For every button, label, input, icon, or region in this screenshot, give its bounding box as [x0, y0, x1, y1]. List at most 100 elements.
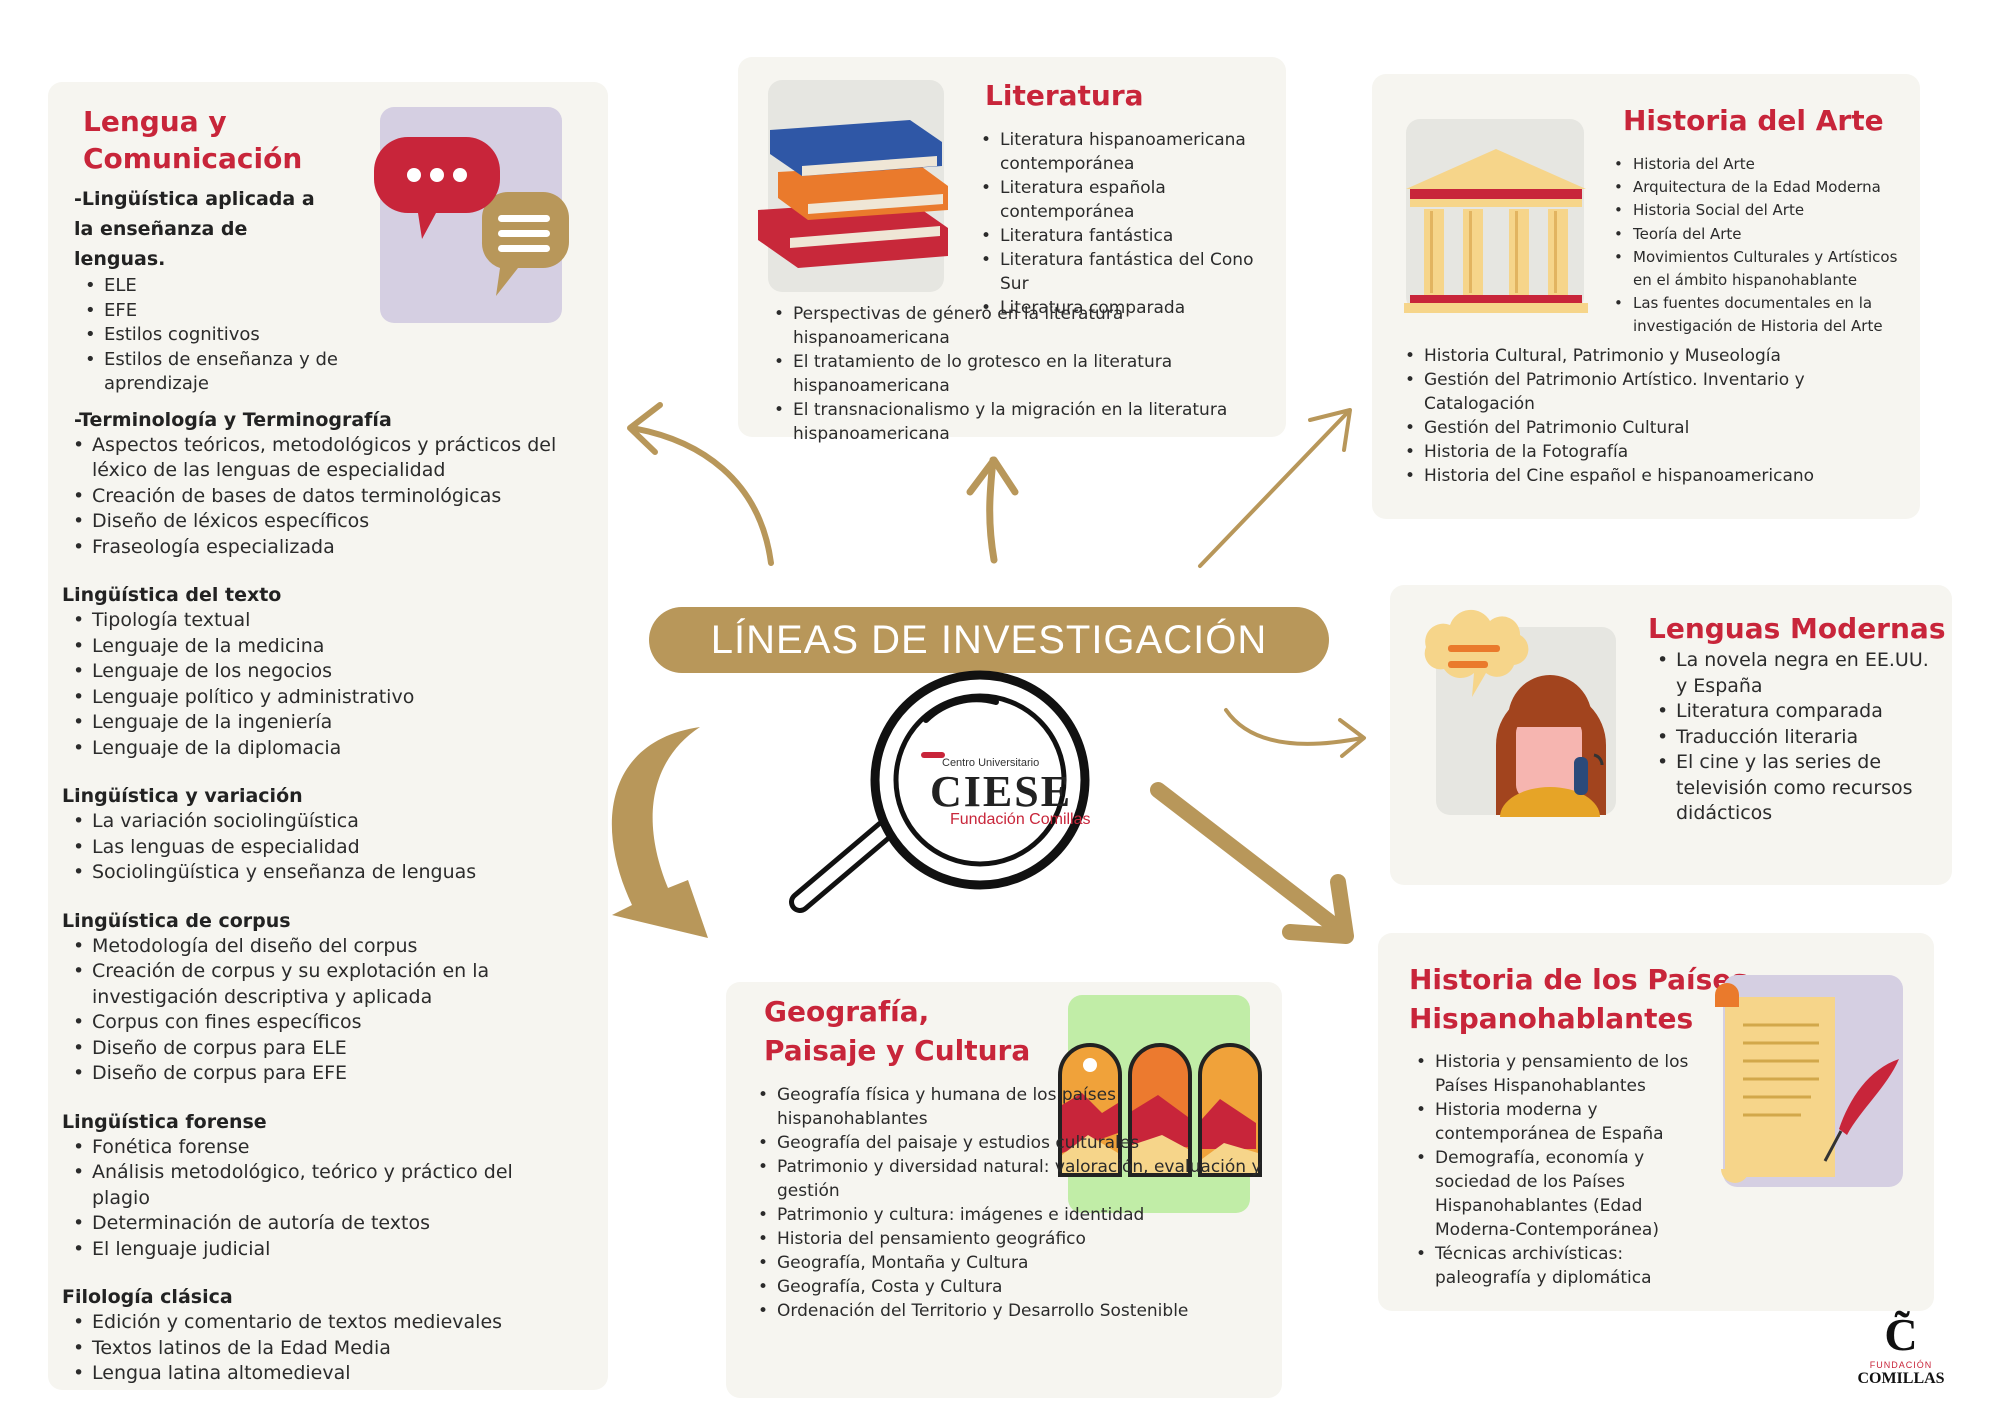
list-item: Fonética forense — [64, 1135, 562, 1161]
list-item: Análisis metodológico, teórico y práctic… — [64, 1160, 562, 1211]
woman-phone-illustration — [1424, 609, 1616, 817]
lengua-section-list: Metodología del diseño del corpusCreació… — [62, 934, 562, 1087]
lengua-sections: -Lingüística aplicada a la enseñanza de … — [62, 184, 562, 1387]
list-item: Tipología textual — [64, 608, 562, 634]
geografia-title-line2: Paisaje y Cultura — [764, 1034, 1031, 1067]
list-item: Lenguaje de la ingeniería — [64, 710, 562, 736]
lengua-section-heading: -Lingüística aplicada a la enseñanza de … — [74, 188, 315, 270]
modernas-title: Lenguas Modernas — [1648, 612, 1946, 645]
comillas-logo: C̃ FUNDACIÓN COMILLAS — [1851, 1312, 1951, 1388]
lengua-section-heading: -Terminología y Terminografía — [74, 408, 392, 431]
lengua-section-heading: Lingüística forense — [62, 1110, 267, 1133]
list-item: Lenguaje de la medicina — [64, 634, 562, 660]
list-item: El tratamiento de lo grotesco en la lite… — [765, 350, 1275, 398]
lengua-title: Lengua y Comunicación — [83, 105, 303, 175]
arrow-to-geografia — [611, 727, 708, 938]
list-item: Estilos cognitivos — [76, 323, 362, 348]
literatura-title: Literatura — [985, 79, 1144, 112]
lengua-section-heading: Lingüística y variación — [62, 785, 303, 807]
list-item: Técnicas archivísticas: paleografía y di… — [1407, 1242, 1717, 1290]
chat-bubbles-illustration — [374, 107, 569, 323]
list-item: El lenguaje judicial — [64, 1237, 562, 1263]
list-item: Historia Cultural, Patrimonio y Museolog… — [1396, 344, 1896, 368]
list-item: Teoría del Arte — [1605, 223, 1905, 246]
arte-title: Historia del Arte — [1623, 104, 1884, 137]
comillas-logo-fundacion: FUNDACIÓN — [1869, 1360, 1933, 1370]
list-item: ELE — [76, 274, 362, 299]
arrow-to-lengua — [627, 402, 774, 566]
comillas-logo-mark: C̃ — [1884, 1309, 1918, 1360]
list-item: Patrimonio y diversidad natural: valorac… — [749, 1155, 1269, 1203]
lengua-section-heading: Lingüística del texto — [62, 584, 282, 606]
scroll-quill-icon — [1715, 983, 1899, 1183]
list-item: Literatura fantástica del Cono Sur — [972, 248, 1272, 296]
temple-icon — [1404, 149, 1588, 313]
list-item: Traducción literaria — [1648, 725, 1938, 751]
speech-bubbles-icon — [374, 137, 569, 296]
woman-phone-icon — [1424, 609, 1606, 817]
list-item: Perspectivas de género en la literatura … — [765, 302, 1275, 350]
list-item: Diseño de corpus para ELE — [64, 1036, 562, 1062]
ciese-logo-name: CIESE — [930, 767, 1073, 816]
geografia-title-line1: Geografía, — [764, 995, 930, 1028]
list-item: Geografía, Costa y Cultura — [749, 1275, 1269, 1299]
list-item: Historia de la Fotografía — [1396, 440, 1896, 464]
arte-list-bottom: Historia Cultural, Patrimonio y Museolog… — [1396, 344, 1896, 488]
list-item: Literatura comparada — [1648, 699, 1938, 725]
list-item: Lengua latina altomedieval — [64, 1361, 562, 1387]
list-item: Historia moderna y contemporánea de Espa… — [1407, 1098, 1717, 1146]
historia-title-line2: Hispanohablantes — [1409, 1002, 1694, 1035]
comillas-logo-name: COMILLAS — [1857, 1370, 1945, 1387]
lengua-section-list: Tipología textualLenguaje de la medicina… — [62, 608, 562, 761]
list-item: Patrimonio y cultura: imágenes e identid… — [749, 1203, 1269, 1227]
list-item: Diseño de corpus para EFE — [64, 1061, 562, 1087]
list-item: El cine y las series de televisión como … — [1648, 750, 1938, 827]
list-item: Creación de bases de datos terminológica… — [64, 484, 562, 510]
lengua-section-list: La variación sociolingüísticaLas lenguas… — [62, 809, 562, 886]
list-item: Corpus con fines específicos — [64, 1010, 562, 1036]
ciese-logo-top: Centro Universitario — [942, 757, 1040, 769]
list-item: Literatura española contemporánea — [972, 176, 1272, 224]
ciese-logo-tilde — [921, 752, 945, 758]
list-item: Lenguaje de la diplomacia — [64, 736, 562, 762]
list-item: EFE — [76, 299, 362, 324]
arte-list-right: Historia del ArteArquitectura de la Edad… — [1605, 153, 1905, 339]
list-item: Diseño de léxicos específicos — [64, 509, 562, 535]
center-title-pill — [649, 607, 1329, 673]
lengua-section-heading: Filología clásica — [62, 1286, 233, 1308]
list-item: El transnacionalismo y la migración en l… — [765, 398, 1275, 446]
list-item: Lenguaje político y administrativo — [64, 685, 562, 711]
books-illustration — [758, 80, 948, 292]
list-item: Movimientos Culturales y Artísticos en e… — [1605, 246, 1905, 292]
list-item: Arquitectura de la Edad Moderna — [1605, 176, 1905, 199]
center-title: LÍNEAS DE INVESTIGACIÓN — [710, 618, 1268, 662]
list-item: Geografía, Montaña y Cultura — [749, 1251, 1269, 1275]
list-item: Determinación de autoría de textos — [64, 1211, 562, 1237]
literatura-list-bottom: Perspectivas de género en la literatura … — [765, 302, 1275, 446]
lengua-section-list: Fonética forenseAnálisis metodológico, t… — [62, 1135, 562, 1263]
list-item: Literatura fantástica — [972, 224, 1272, 248]
list-item: Geografía física y humana de los países … — [749, 1083, 1269, 1131]
arrow-to-historia — [1150, 782, 1354, 944]
list-item: Geografía del paisaje y estudios cultura… — [749, 1131, 1269, 1155]
list-item: Aspectos teóricos, metodológicos y práct… — [64, 433, 562, 484]
lengua-section-list: Edición y comentario de textos medievale… — [62, 1310, 562, 1387]
list-item: Creación de corpus y su explotación en l… — [64, 959, 562, 1010]
list-item: Metodología del diseño del corpus — [64, 934, 562, 960]
list-item: Estilos de enseñanza y de aprendizaje — [76, 348, 362, 397]
list-item: Demografía, economía y sociedad de los P… — [1407, 1146, 1717, 1242]
list-item: Gestión del Patrimonio Cultural — [1396, 416, 1896, 440]
modernas-list: La novela negra en EE.UU. y EspañaLitera… — [1648, 648, 1938, 827]
list-item: Historia del Cine español e hispanoameri… — [1396, 464, 1896, 488]
arrow-to-arte — [1198, 408, 1352, 568]
list-item: Edición y comentario de textos medievale… — [64, 1310, 562, 1336]
books-icon — [758, 120, 948, 268]
list-item: Lenguaje de los negocios — [64, 659, 562, 685]
list-item: Historia del Arte — [1605, 153, 1905, 176]
list-item: Fraseología especializada — [64, 535, 562, 561]
list-item: Historia Social del Arte — [1605, 199, 1905, 222]
ciese-logo-bottom: Fundación Comillas — [950, 811, 1091, 828]
list-item: Las fuentes documentales en la investiga… — [1605, 292, 1905, 338]
list-item: Literatura hispanoamericana contemporáne… — [972, 128, 1272, 176]
temple-illustration — [1404, 119, 1588, 313]
